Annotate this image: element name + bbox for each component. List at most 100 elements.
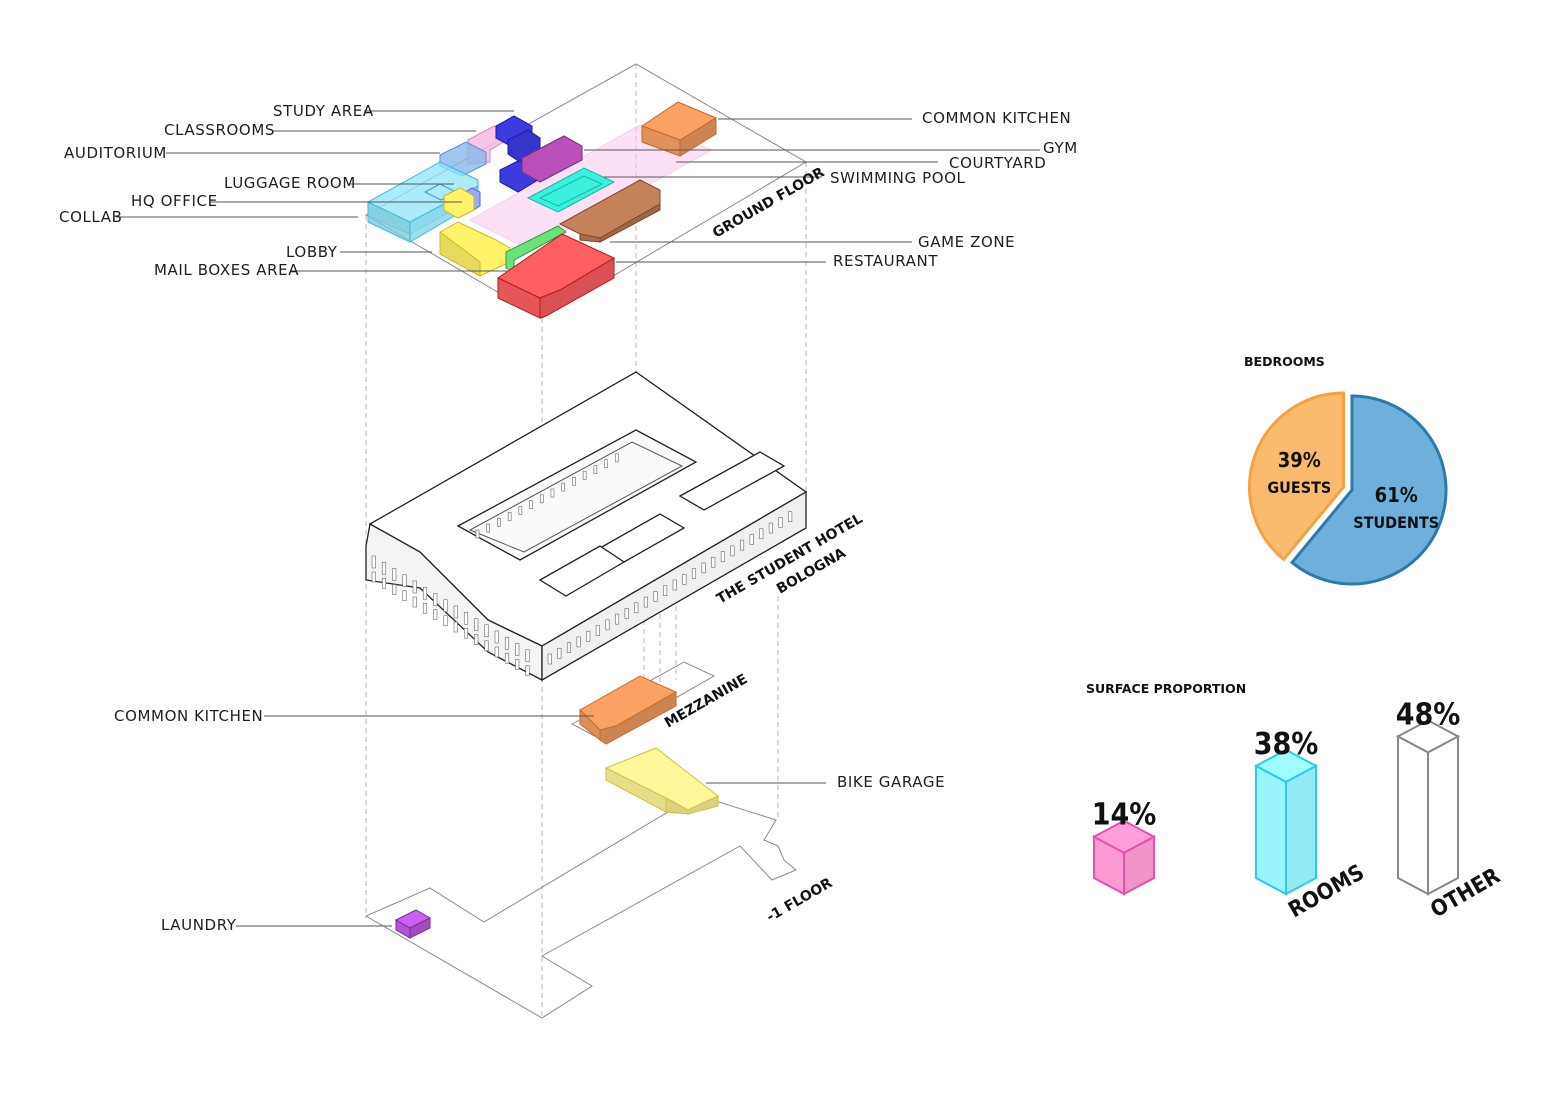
facade-window [576,636,581,648]
bar-value-label: 38% [1254,727,1319,762]
facade-window [474,634,479,645]
facade-window [504,652,510,664]
pie-label-guests: GUESTS [1267,478,1331,497]
facade-window [474,618,479,631]
label-swimming-pool: SWIMMING POOL [830,169,966,187]
label-courtyard: COURTYARD [949,154,1046,172]
facade-window [768,522,773,534]
facade-window [453,621,458,633]
facade-window [392,584,397,595]
ground-leaders [116,110,1040,272]
facade-window [422,586,428,600]
bar-front-face [1255,764,1287,896]
facade-window [550,488,555,498]
facade-window [402,574,407,588]
facade-window [663,585,668,596]
basement-plate [364,795,797,1019]
label-lobby: LOBBY [286,243,338,261]
pie-slice-guests [1248,391,1346,562]
label-game-zone: GAME ZONE [918,233,1015,251]
label-auditorium: AUDITORIUM [64,144,167,162]
facade-window [371,555,376,569]
facade-window [614,453,619,463]
label-study-area: STUDY AREA [273,102,374,120]
bar-front-face [1397,734,1429,896]
mezzanine-kitchen-block [579,675,678,745]
facade-window [759,528,764,540]
facade-window [515,643,520,656]
facade-window [525,665,530,677]
pie-value-students: 61% [1375,483,1418,507]
facade-window [463,611,469,625]
facade-window [653,591,658,602]
bar-top-face [1253,748,1319,784]
surface-bar [1253,748,1319,896]
bar-top-face [1395,719,1461,754]
facade-window [691,568,697,579]
label-hq-office: HQ OFFICE [131,192,218,210]
bedrooms-pie-chart: 61% STUDENTS 39% GUESTS [1248,391,1448,586]
label-mezz-common-kitchen: COMMON KITCHEN [114,707,263,725]
facade-window [615,613,620,625]
restaurant-block [497,233,616,319]
bar-top-face [1091,819,1157,854]
facade-window [740,539,745,551]
facade-window [515,659,520,670]
facade-window [422,602,428,614]
facade-window [486,523,491,533]
facade-window [547,653,552,665]
lobby-block [439,187,511,277]
facade-window [586,630,591,642]
bar-value-label: 48% [1396,697,1461,732]
facade-window [463,627,469,639]
facade-window [582,471,587,480]
facade-window [494,630,499,644]
facade-window [504,636,510,650]
facade-window [561,482,566,492]
pie-label-students: STUDENTS [1353,513,1439,532]
facade-window [433,609,438,620]
label-classrooms: CLASSROOMS [164,121,275,139]
label-bike-garage: BIKE GARAGE [837,773,945,791]
facade-window [720,551,725,562]
facade-window [443,599,448,613]
facade-window [371,571,376,583]
label-gym: GYM [1043,139,1078,157]
bike-garage-block [604,747,719,815]
common-kitchen-block [640,101,718,157]
label-ground-floor: GROUND FLOOR [710,164,828,241]
facade-window [475,529,480,539]
facade-window [453,605,458,619]
bar-value-label: 14% [1092,798,1157,833]
facade-window [778,517,783,528]
facade-window [788,511,793,522]
facade-windows [371,453,793,677]
facade-window [525,649,530,663]
mail-boxes-block [505,225,567,273]
ground-labels: STUDY AREA CLASSROOMS AUDITORIUM LUGGAGE… [59,102,1078,279]
facade-window [507,512,512,521]
facade-window [392,568,397,581]
facade-window [381,561,387,575]
label-restaurant: RESTAURANT [833,252,938,270]
label-collab: COLLAB [59,208,123,226]
ground-floor-rooms [367,101,718,319]
building-massing [365,371,808,682]
pie-slice-students [1289,394,1448,586]
facade-window [412,596,417,608]
facade-window [604,459,608,469]
facade-window [672,579,677,591]
gym-block [521,135,583,183]
facade-window [497,517,501,527]
facade-window [682,574,687,585]
facade-window [572,476,576,486]
facade-window [529,500,533,510]
facade-window [595,625,600,636]
label-basement: -1 FLOOR [764,875,835,925]
facade-window [605,619,610,631]
label-luggage-room: LUGGAGE ROOM [224,174,356,192]
surface-bar [1395,719,1461,896]
pie-value-guests: 39% [1278,448,1321,472]
